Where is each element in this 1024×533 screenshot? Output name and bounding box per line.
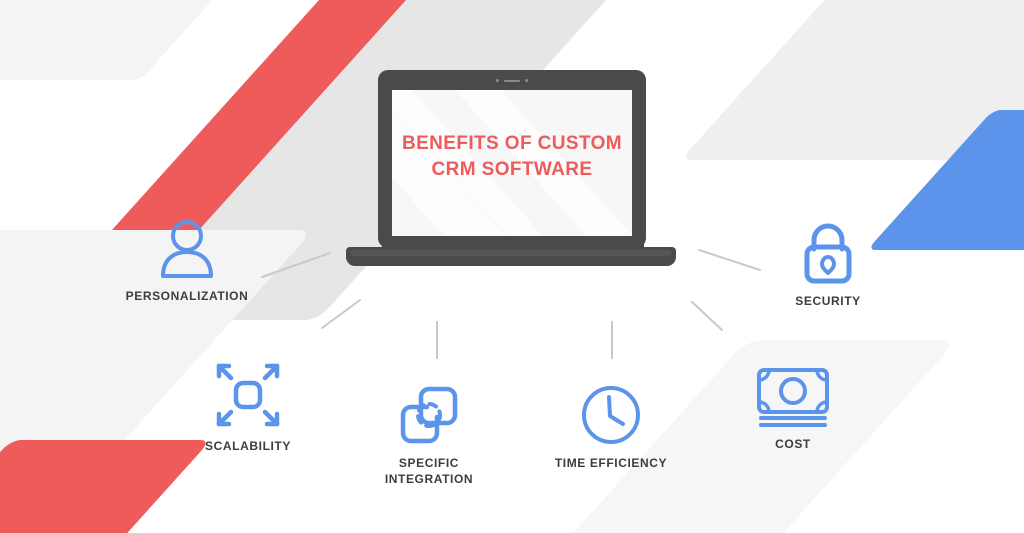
title-line-2: CRM SOFTWARE: [431, 158, 593, 180]
benefit-node-time-efficiency[interactable]: TIME EFFICIENCY: [531, 383, 691, 471]
benefit-label-cost: COST: [775, 437, 811, 451]
title-line-1: BENEFITS OF CUSTOM: [401, 133, 623, 154]
benefit-label-scalability: SCALABILITY: [205, 439, 291, 453]
person-icon: [161, 220, 213, 278]
laptop-screen: BENEFITS OF CUSTOM CRM SOFTWARE: [392, 90, 632, 236]
banknote-icon: [757, 368, 829, 427]
laptop-base-lip: [350, 250, 672, 256]
benefit-node-cost[interactable]: COST: [713, 366, 873, 452]
benefit-label-personalization: PERSONALIZATION: [125, 289, 249, 303]
benefit-label-time-efficiency: TIME EFFICIENCY: [554, 456, 668, 470]
page-title: BENEFITS OF CUSTOM CRM SOFTWARE: [392, 131, 632, 182]
benefit-node-scalability[interactable]: SCALABILITY: [163, 360, 333, 454]
benefit-node-security[interactable]: SECURITY: [743, 221, 913, 309]
connector-security: [698, 249, 761, 271]
webcam-speaker-bar: [504, 79, 520, 82]
benefit-node-specific-integration[interactable]: SPECIFIC INTEGRATION: [349, 383, 509, 487]
clock-icon: [582, 386, 640, 444]
laptop-illustration: BENEFITS OF CUSTOM CRM SOFTWARE: [346, 70, 676, 266]
connector-cost: [691, 301, 723, 331]
webcam-dot-left: [496, 79, 499, 82]
expand-arrows-icon: [216, 363, 280, 427]
connector-scalability: [321, 299, 361, 329]
lock-icon: [804, 223, 852, 284]
benefit-label-security: SECURITY: [795, 294, 861, 308]
webcam-dot-right: [525, 79, 528, 82]
benefit-node-personalization[interactable]: PERSONALIZATION: [87, 218, 287, 304]
laptop-keyboard-slots: [382, 241, 644, 249]
laptop-lid: BENEFITS OF CUSTOM CRM SOFTWARE: [378, 70, 646, 248]
laptop-webcam: [496, 79, 528, 82]
overlapping-squares-icon: [400, 386, 458, 444]
connector-personalization: [261, 252, 331, 278]
benefit-label-specific-integration: SPECIFIC INTEGRATION: [384, 456, 474, 487]
